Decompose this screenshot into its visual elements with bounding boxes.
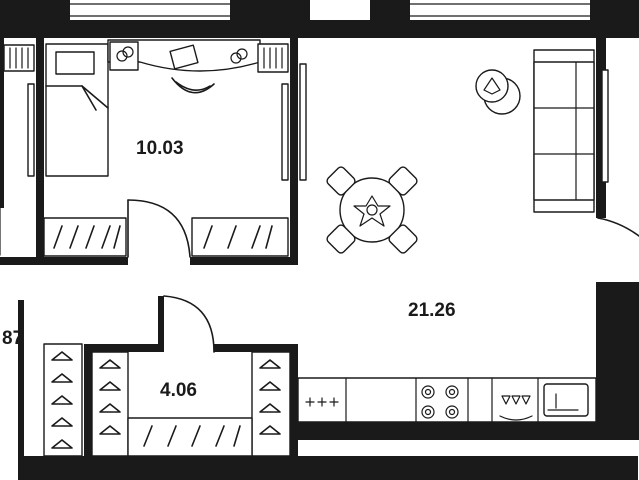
- bath-door-panel: [27, 83, 35, 177]
- bedroom-window-panel: [281, 83, 289, 181]
- closet-right-wall: [290, 344, 298, 460]
- right-wall-upper: [596, 38, 606, 218]
- hanger-icon: [51, 351, 73, 449]
- nightstand-icon: [109, 41, 139, 71]
- living-door-panel: [299, 63, 307, 181]
- top-wall-strip: [0, 20, 639, 38]
- flower-icon: [353, 195, 391, 227]
- closet-area-label: 4.06: [160, 380, 197, 401]
- bottom-left-wall: [18, 300, 24, 460]
- balcony-door-swing: [597, 217, 639, 237]
- closet-door-post: [158, 296, 164, 352]
- lamp-icon: [230, 52, 242, 64]
- stove-icon: [421, 385, 459, 419]
- closet-door-swing: [163, 295, 215, 353]
- hanger-icon: [99, 359, 281, 447]
- right-window-panel: [601, 69, 609, 183]
- bedroom-bottom-wall-right: [190, 257, 298, 265]
- bottom-wall: [18, 456, 638, 480]
- closet-rack-bottom: [127, 417, 253, 457]
- closet: 4.06: [91, 295, 291, 457]
- shelf-icon: [257, 43, 289, 73]
- plant-icon: [475, 69, 509, 103]
- bedroom: 10.03: [43, 39, 289, 258]
- bedroom-door-swing: [127, 199, 191, 258]
- top-wall-far-right: [590, 0, 639, 20]
- hall: 87: [2, 328, 83, 457]
- bedroom-right-wall: [290, 38, 298, 263]
- laptop-icon: [169, 44, 199, 70]
- right-wall-lower: [596, 282, 639, 432]
- washing-machine-icon: [499, 395, 533, 421]
- left-wall-bath: [0, 38, 4, 208]
- living-room: 21.26: [299, 49, 639, 321]
- hall-area-label: 87: [2, 328, 23, 349]
- bedroom-area-label: 10.03: [136, 138, 184, 159]
- sink-icon: [543, 383, 589, 417]
- bedroom-bottom-wall-left: [0, 257, 128, 265]
- top-wall-left: [0, 0, 70, 20]
- bedroom-left-wall: [36, 38, 44, 263]
- closet-left-wall: [84, 344, 92, 460]
- dining-table-icon: [339, 177, 405, 243]
- stars-icon: [305, 397, 339, 407]
- hall-rack: [43, 343, 83, 457]
- hanger-icon: [53, 225, 273, 249]
- kitchen: [297, 377, 623, 427]
- wardrobe-left: [43, 217, 127, 257]
- closet-top-wall-left: [84, 344, 160, 352]
- kitchen-bottom-wall: [298, 422, 639, 440]
- wardrobe-right: [191, 217, 289, 257]
- bathroom-fixtures: [0, 44, 35, 256]
- living-area-label: 21.26: [408, 300, 456, 321]
- closet-top-wall-right: [214, 344, 298, 352]
- bed-pillow: [55, 51, 95, 75]
- chair-icon: [326, 166, 418, 254]
- shelf-icon: [3, 44, 35, 72]
- top-wall-right: [370, 0, 410, 20]
